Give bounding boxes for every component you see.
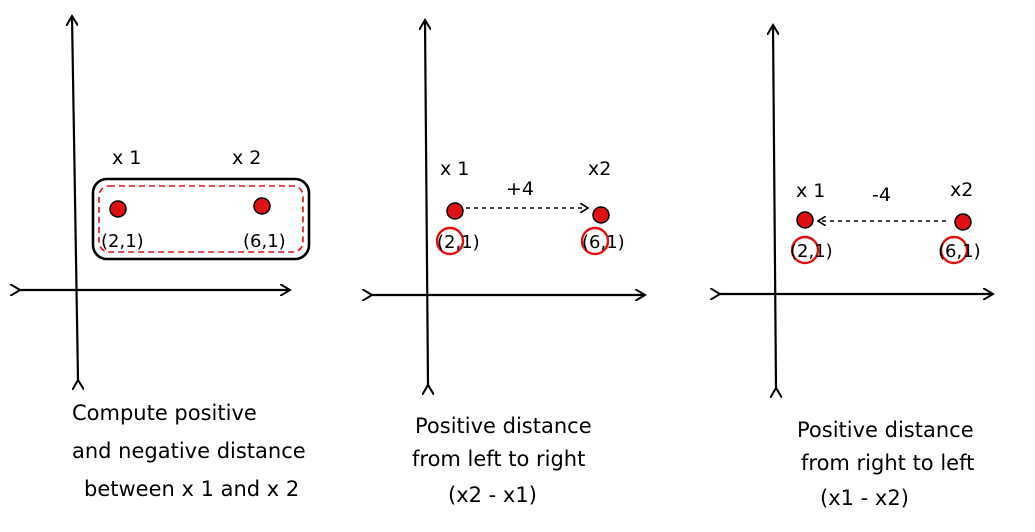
p2-coordinate: (6,1) [938, 241, 981, 262]
y-axis [72, 16, 78, 380]
x1-label: x 1 [796, 180, 825, 202]
point-x2 [592, 206, 610, 224]
grouping-box-dashed [98, 185, 304, 253]
x1-label: x 1 [440, 158, 469, 180]
caption-line-2: from right to left [801, 451, 974, 475]
x2-label: x2 [588, 158, 611, 180]
point-x1 [796, 211, 814, 229]
grouping-box [91, 177, 311, 261]
highlight-x2-coord [939, 235, 969, 265]
panel-compute: x 1 x 2 (2,1) (6,1) Compute positive and… [20, 16, 311, 501]
caption-line-1: Positive distance [415, 414, 592, 438]
caption-line-3: (x2 - x1) [448, 483, 537, 507]
highlight-x1-coord [435, 226, 465, 256]
highlight-x2-coord [580, 226, 610, 256]
p1-coordinate: (2,1) [437, 232, 480, 253]
caption-line-2: from left to right [412, 447, 585, 471]
point-x1 [446, 202, 464, 220]
distance-label: +4 [506, 178, 534, 200]
caption-line-2: and negative distance [72, 439, 306, 463]
p2-coordinate: (6,1) [243, 231, 286, 252]
highlight-x1-coord [790, 235, 820, 265]
point-x2 [253, 197, 271, 215]
x2-label: x2 [950, 179, 973, 201]
p2-coordinate: (6,1) [582, 232, 625, 253]
x2-label: x 2 [232, 147, 261, 169]
y-axis [425, 20, 428, 385]
caption-line-3: (x1 - x2) [820, 486, 909, 510]
y-axis [773, 25, 776, 388]
caption-line-1: Compute positive [72, 401, 257, 425]
caption-line-3: between x 1 and x 2 [84, 477, 299, 501]
panel-left-to-right: x 1 x2 +4 (2,1) (6,1) Positive distance … [372, 20, 645, 507]
panel-right-to-left: x 1 x2 -4 (2,1) (6,1) Positive distance … [720, 25, 993, 510]
p1-coordinate: (2,1) [790, 241, 833, 262]
p1-coordinate: (2,1) [101, 231, 144, 252]
x1-label: x 1 [112, 147, 141, 169]
caption-line-1: Positive distance [797, 418, 974, 442]
distance-label: -4 [872, 184, 891, 206]
point-x1 [109, 200, 127, 218]
point-x2 [954, 213, 972, 231]
